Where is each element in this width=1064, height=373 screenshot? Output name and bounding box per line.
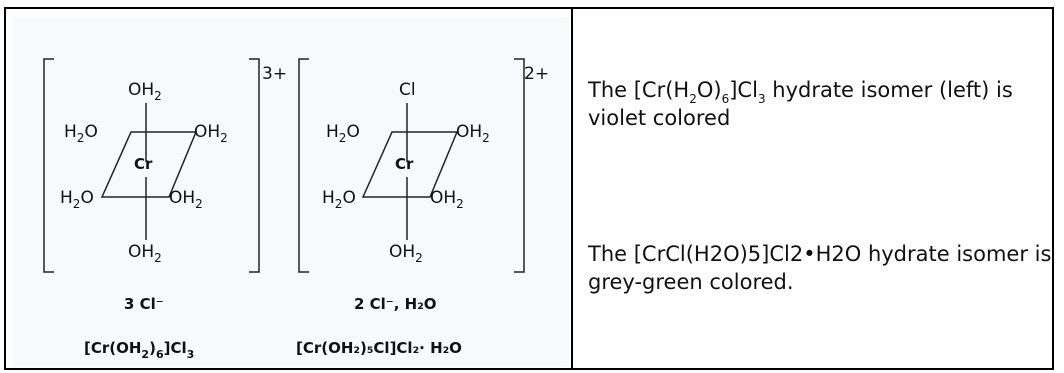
- left-counter-ions: 3 Cl⁻: [124, 295, 164, 313]
- left-equatorial-plane: [100, 131, 198, 198]
- left-top-ligand: OH2: [128, 80, 162, 103]
- right-ligand-upper-right: OH2: [456, 122, 490, 145]
- violet-isomer-description: The [Cr(H2O)6]Cl3 hydrate isomer (left) …: [588, 78, 1013, 130]
- isomer-structures-figure: 3+ OH2 Cr H2O OH2 H2O OH2 OH2 3 Cl⁻ [Cr(…: [14, 17, 569, 367]
- grey-green-isomer-description: The [CrCl(H2O)5]Cl2•H2O hydrate isomer i…: [588, 242, 1052, 294]
- content-table: 3+ OH2 Cr H2O OH2 H2O OH2 OH2 3 Cl⁻ [Cr(…: [4, 7, 1054, 370]
- left-metal-label: Cr: [134, 155, 153, 173]
- left-complex-left-bracket: [43, 58, 54, 273]
- right-formula: [Cr(OH₂)₅Cl]Cl₂· H₂O: [296, 339, 462, 357]
- column-divider: [571, 9, 573, 368]
- right-metal-label: Cr: [395, 155, 414, 173]
- left-formula: [Cr(OH2)6]Cl3: [84, 339, 194, 361]
- right-top-ligand: Cl: [399, 80, 416, 100]
- right-equatorial-plane: [361, 131, 459, 198]
- left-complex-charge: 3+: [262, 64, 287, 84]
- right-ligand-upper-left: H2O: [326, 122, 360, 145]
- right-counter-ions: 2 Cl⁻, H₂O: [354, 295, 437, 313]
- left-bottom-ligand: OH2: [128, 242, 162, 265]
- right-complex-left-bracket: [298, 58, 309, 273]
- left-complex-right-bracket: [249, 58, 260, 273]
- right-ligand-lower-left: H2O: [322, 188, 356, 211]
- right-bottom-ligand: OH2: [389, 242, 423, 265]
- isomer-structures-svg: 3+ OH2 Cr H2O OH2 H2O OH2 OH2 3 Cl⁻ [Cr(…: [43, 58, 549, 361]
- right-complex-right-bracket: [514, 58, 525, 273]
- right-complex-charge: 2+: [524, 64, 549, 84]
- left-ligand-lower-right: OH2: [169, 188, 203, 211]
- left-ligand-upper-left: H2O: [64, 122, 98, 145]
- left-ligand-upper-right: OH2: [194, 122, 228, 145]
- left-ligand-lower-left: H2O: [60, 188, 94, 211]
- right-ligand-lower-right: OH2: [430, 188, 464, 211]
